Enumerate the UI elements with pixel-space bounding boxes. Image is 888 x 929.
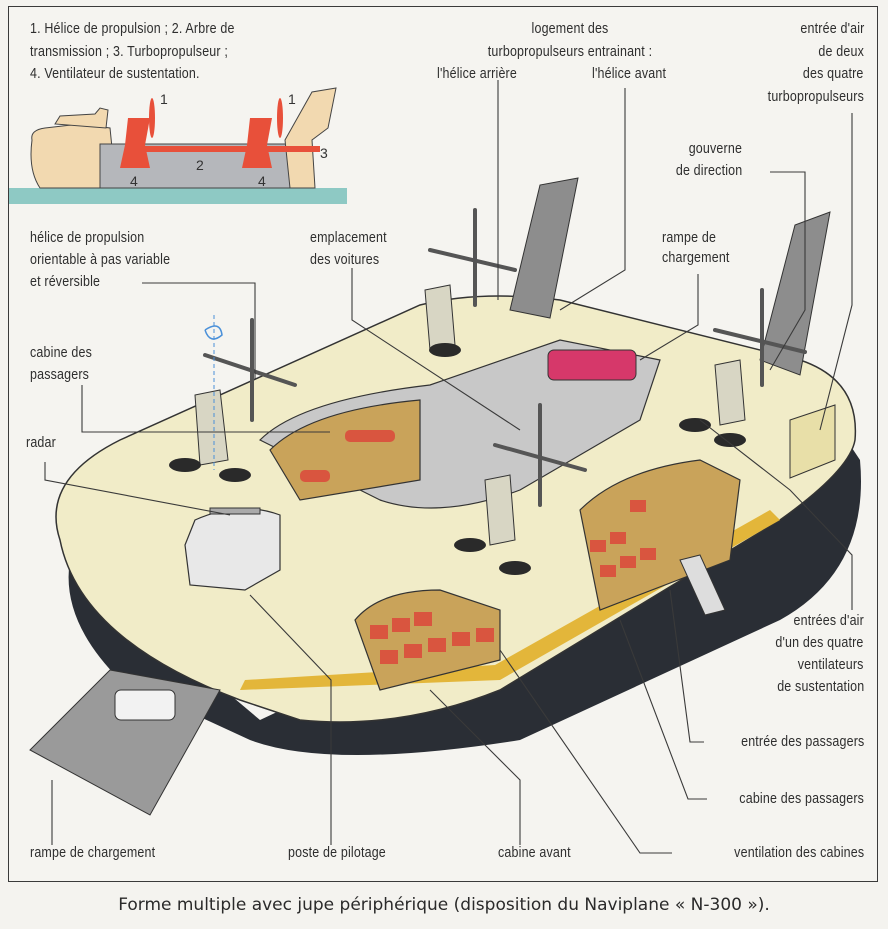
label-helice-propulsion-3: et réversible [30, 274, 101, 290]
inset-marker-1b: 1 [288, 91, 296, 107]
inset-legend-line-2: transmission ; 3. Turbopropulseur ; [30, 44, 229, 60]
label-helice-arriere: l'hélice arrière [437, 66, 517, 82]
inset-legend-line-3: 4. Ventilateur de sustentation. [30, 66, 200, 82]
propeller-pylons [194, 284, 746, 546]
inset-prop-1 [149, 98, 155, 138]
label-helice-propulsion-1: hélice de propulsion [30, 230, 145, 246]
wheelhouse [184, 508, 281, 591]
label-entree-air-turbo-3: des quatre [803, 66, 864, 82]
inset-shaft [130, 146, 320, 152]
rear-cabin-cutout [579, 459, 741, 611]
boarding-stairs [679, 554, 726, 616]
label-poste-pilotage: poste de pilotage [288, 845, 386, 861]
label-rampe-haut-1: rampe de [662, 230, 717, 246]
inset-engine-1 [120, 118, 150, 168]
rotation-arrow-icon [204, 325, 223, 340]
inset-water [9, 188, 347, 204]
inset-tail [284, 87, 337, 189]
label-entree-air-turbo-1: entrée d'air [799, 21, 864, 37]
front-ramp-car [114, 689, 176, 721]
label-logement-2: turbopropulseurs entrainant : [487, 44, 653, 60]
inset-diagram: 1 1 2 3 4 4 [9, 87, 347, 204]
label-cabine-passagers-gauche-2: passagers [30, 367, 90, 383]
label-cabine-passagers-droite: cabine des passagers [739, 791, 864, 807]
inset-legend-line-1: 1. Hélice de propulsion ; 2. Arbre de [30, 21, 235, 37]
label-entrees-air-ventilateurs-1: entrées d'air [793, 613, 864, 629]
label-ventilation: ventilation des cabines [733, 845, 864, 861]
rear-cabin-seats [590, 500, 656, 577]
figure-caption: Forme multiple avec jupe périphérique (d… [118, 895, 770, 915]
label-logement-1: logement des [531, 21, 609, 37]
label-gouverne-2: de direction [675, 163, 742, 179]
leader-lines [44, 80, 853, 854]
front-cabin-seats [370, 612, 494, 664]
label-emplacement-2: des voitures [310, 252, 380, 268]
inset-marker-1a: 1 [160, 91, 168, 107]
label-radar: radar [26, 435, 56, 451]
inset-engine-2 [242, 118, 272, 168]
label-emplacement-1: emplacement [310, 230, 387, 246]
left-cabin-seats [300, 430, 395, 482]
label-entree-passagers: entrée des passagers [740, 734, 864, 750]
label-entrees-air-ventilateurs-2: d'un des quatre [775, 635, 864, 651]
label-rampe-haut-2: chargement [662, 250, 730, 266]
label-gouverne-1: gouverne [688, 141, 742, 157]
label-entree-air-turbo-2: de deux [818, 44, 864, 60]
turbo-air-intake-grille [789, 404, 836, 479]
inset-cabin [54, 107, 109, 129]
inset-marker-2: 2 [196, 157, 204, 173]
label-rampe-bas: rampe de chargement [30, 845, 156, 861]
inset-marker-3: 3 [320, 145, 328, 161]
label-cabine-passagers-gauche-1: cabine des [30, 345, 93, 361]
inset-marker-4b: 4 [258, 173, 266, 189]
car [547, 349, 637, 381]
propellers [203, 208, 807, 507]
front-cabin-cutout [354, 589, 501, 691]
label-entree-air-turbo-4: turbopropulseurs [767, 89, 864, 105]
inset-marker-4a: 4 [130, 173, 138, 189]
hovercraft [29, 177, 862, 816]
label-helice-avant: l'hélice avant [592, 66, 667, 82]
hull-deck [55, 295, 857, 723]
rudders [509, 177, 831, 376]
label-cabine-avant: cabine avant [498, 845, 571, 861]
skirt [68, 400, 862, 755]
label-helice-propulsion-2: orientable à pas variable [30, 252, 171, 268]
label-entrees-air-ventilateurs-3: ventilateurs [798, 657, 864, 673]
inset-prop-2 [277, 98, 283, 138]
label-entrees-air-ventilateurs-4: de sustentation [776, 679, 864, 695]
